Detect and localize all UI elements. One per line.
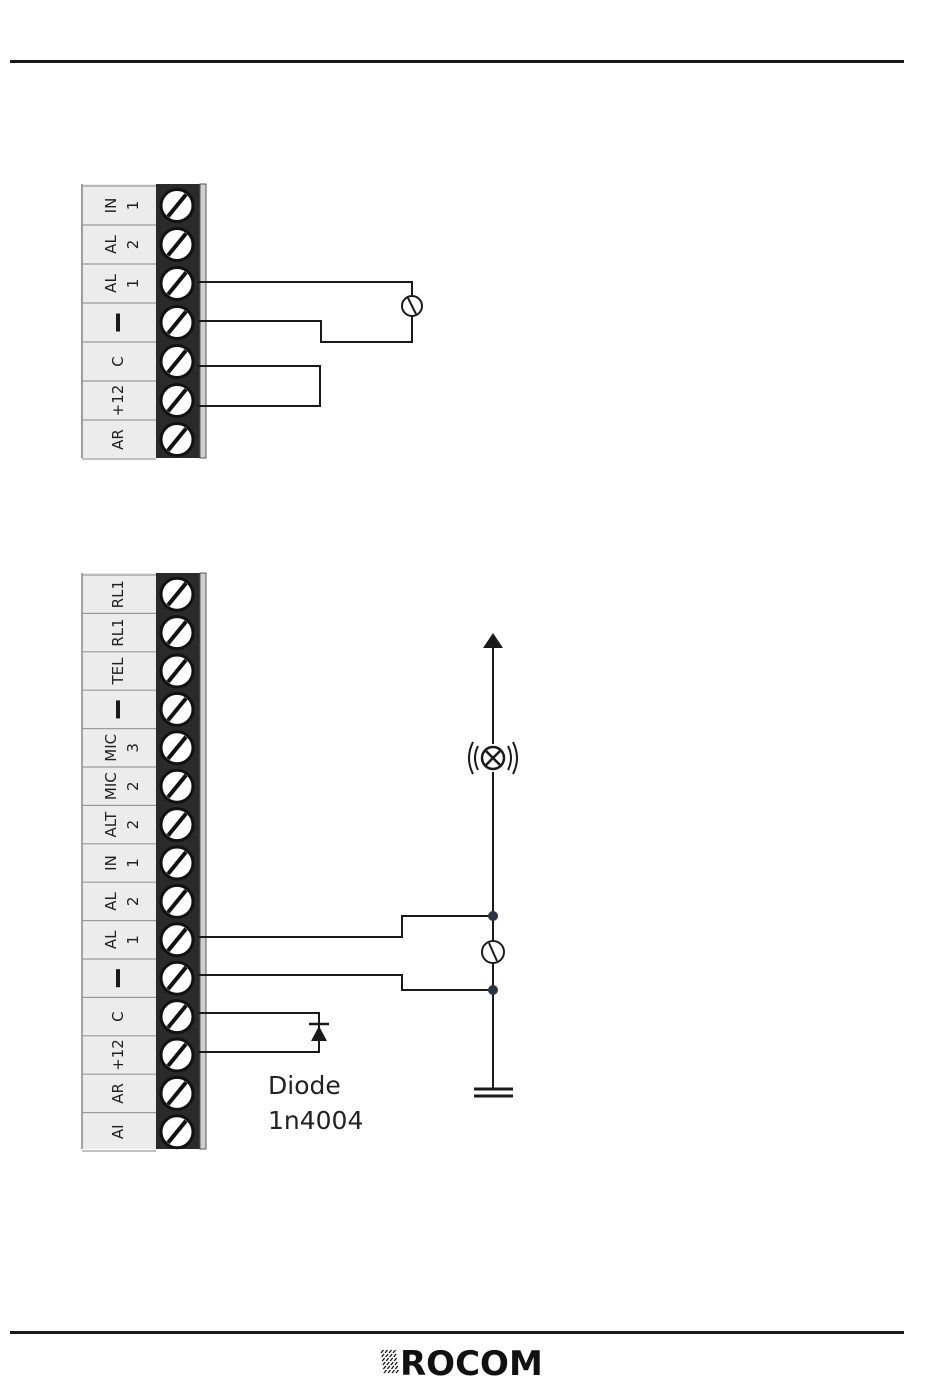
terminal-label-line2: 2 [124, 897, 142, 907]
terminal-screw-icon[interactable] [161, 578, 193, 610]
terminal-label-line2: 2 [124, 820, 142, 830]
terminal-label: AR [109, 429, 127, 450]
terminal-label-line1: IN [102, 855, 120, 871]
terminal-label: +12 [109, 385, 127, 417]
terminal-screw-icon[interactable] [161, 1116, 193, 1148]
logo-text: ROCOM [400, 1344, 543, 1384]
terminal-label [116, 700, 120, 718]
terminal-label: TEL [109, 657, 127, 686]
terminal-label-line1: AL [102, 235, 120, 254]
terminal-label-line1: C [109, 1011, 127, 1021]
terminal-screw-icon[interactable] [161, 732, 193, 764]
terminal-label-line1: TEL [109, 657, 127, 686]
terminal-label-line1: RL1 [109, 580, 127, 608]
terminal-label-line1: AL [102, 930, 120, 949]
diode-label: Diode [268, 1071, 341, 1100]
terminal-screw-icon[interactable] [161, 307, 193, 339]
terminal-label-line2: 2 [124, 781, 142, 791]
terminal-screw-icon[interactable] [161, 385, 193, 417]
ground-symbol [474, 1089, 513, 1096]
terminal-screw-icon[interactable] [161, 229, 193, 261]
terminal-label: AI [109, 1124, 127, 1139]
terminal-label: RL1 [109, 580, 127, 608]
terminal-screw-icon[interactable] [161, 1039, 193, 1071]
terminal-screw-icon[interactable] [161, 346, 193, 378]
diode-symbol [309, 1024, 329, 1041]
terminal-label-line1: AI [109, 1124, 127, 1139]
logo-mark-icon [381, 1350, 399, 1373]
terminal-label-line2: 1 [124, 201, 142, 211]
terminal-label-line1: C [109, 356, 127, 366]
terminal-screw-icon[interactable] [161, 190, 193, 222]
diode-part-number: 1n4004 [268, 1106, 363, 1135]
terminal-screw-icon[interactable] [161, 847, 193, 879]
switch-symbol-2 [482, 941, 504, 963]
terminal-screw-icon[interactable] [161, 268, 193, 300]
terminal-label: +12 [109, 1039, 127, 1071]
terminal-label: AR [109, 1083, 127, 1104]
terminal-screw-icon[interactable] [161, 1001, 193, 1033]
terminal-screw-icon[interactable] [161, 617, 193, 649]
minus-terminal-mark [116, 700, 120, 718]
terminal-label-line1: AR [109, 1083, 127, 1104]
terminal-label-line2: 1 [124, 858, 142, 868]
terminal-label-line2: 1 [124, 935, 142, 945]
minus-terminal-mark [116, 969, 120, 987]
terminal-label-line2: 1 [124, 279, 142, 289]
terminal-label-line1: +12 [109, 385, 127, 417]
terminal-screw-icon[interactable] [161, 770, 193, 802]
terminal-label-line1: MIC [102, 734, 120, 762]
terminal-screw-icon[interactable] [161, 924, 193, 956]
terminal-screw-icon[interactable] [161, 809, 193, 841]
terminal-label-line1: IN [102, 198, 120, 214]
terminal-label [116, 314, 120, 332]
siren-lamp-icon [469, 742, 517, 774]
terminal-label [116, 969, 120, 987]
terminal-label-line1: AL [102, 274, 120, 293]
terminal-label-line1: AL [102, 891, 120, 910]
terminal-label: C [109, 356, 127, 366]
terminal-label-line2: 3 [124, 743, 142, 753]
terminal-label: C [109, 1011, 127, 1021]
terminal-screw-icon[interactable] [161, 885, 193, 917]
terminal-screw-icon[interactable] [161, 424, 193, 456]
terminal-screw-icon[interactable] [161, 693, 193, 725]
rocom-logo: ROCOM [381, 1344, 543, 1384]
terminal-label: RL1 [109, 618, 127, 646]
terminal-label-line1: ALT [102, 811, 120, 838]
terminal-label-line1: +12 [109, 1039, 127, 1071]
diagram1-wiring [198, 282, 412, 406]
terminal-screw-icon[interactable] [161, 962, 193, 994]
terminal-label-line1: MIC [102, 772, 120, 800]
switch-symbol [402, 296, 422, 316]
terminal-label-line2: 2 [124, 240, 142, 250]
terminal-screw-icon[interactable] [161, 655, 193, 687]
terminal-screw-icon[interactable] [161, 1077, 193, 1109]
terminal-label-line1: RL1 [109, 618, 127, 646]
minus-terminal-mark [116, 314, 120, 332]
arrow-up-icon [483, 633, 503, 648]
diagram2-wiring [198, 648, 493, 1088]
terminal-label-line1: AR [109, 429, 127, 450]
